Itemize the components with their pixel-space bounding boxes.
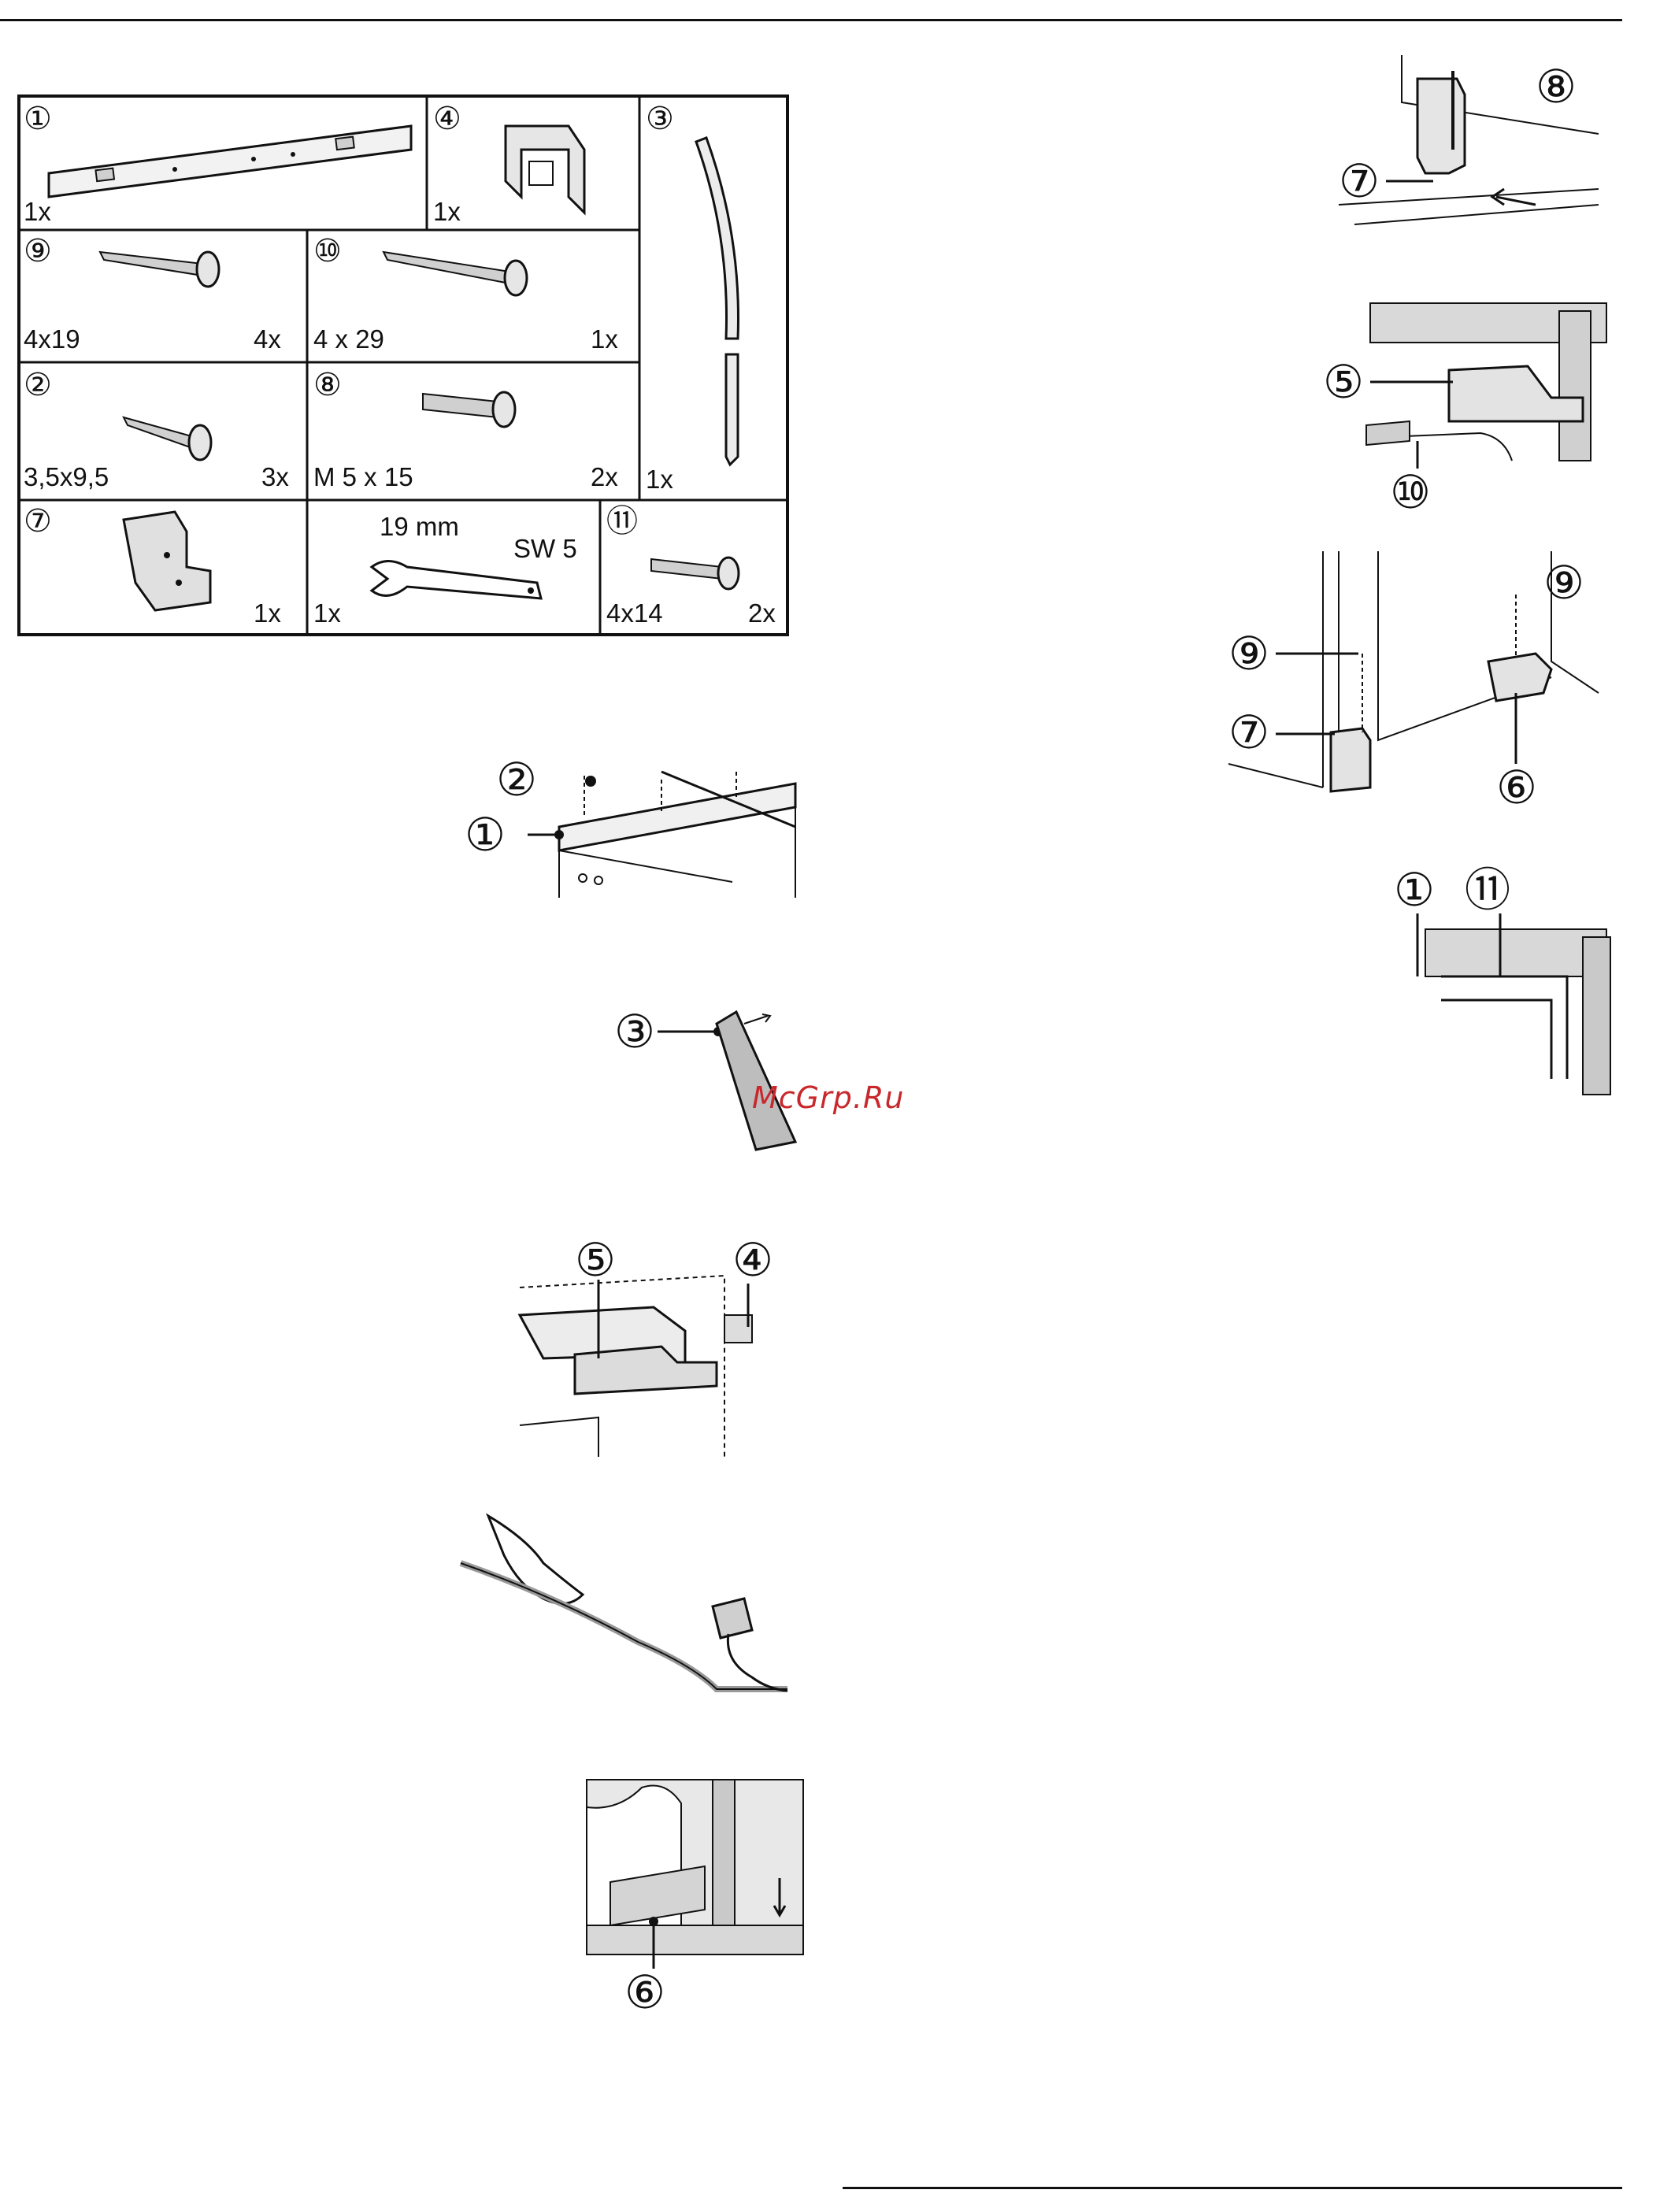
strip-label-3: ③ bbox=[614, 1006, 655, 1058]
wrench-qty: 1x bbox=[313, 598, 341, 628]
figure-bracket-fixing: ⑧ ⑦ bbox=[1339, 55, 1606, 236]
figure-clip-insertion: ⑤ ④ bbox=[512, 1228, 803, 1457]
hinge-label-7: ⑦ bbox=[1228, 707, 1269, 758]
part-9-size: 4x19 bbox=[24, 324, 80, 354]
part-2-cell: ② 3,5x9,5 3x bbox=[24, 368, 289, 491]
part-1-number: ① bbox=[24, 102, 52, 136]
part-3-cell: ③ 1x bbox=[646, 102, 739, 494]
hinge-label-6: ⑥ bbox=[1496, 762, 1537, 813]
part-1-cell: ① 1x bbox=[24, 102, 411, 226]
part-2-size: 3,5x9,5 bbox=[24, 462, 109, 491]
part-8-cell: ⑧ M 5 x 15 2x bbox=[313, 368, 618, 491]
clip-label-4: ④ bbox=[732, 1235, 773, 1286]
part-7-qty: 1x bbox=[254, 598, 281, 628]
figure-top-fixing: ⑤ ⑩ bbox=[1323, 303, 1606, 516]
top-label-5: ⑤ bbox=[1323, 357, 1364, 408]
part-3-qty: 1x bbox=[646, 465, 673, 494]
part-10-number: ⑩ bbox=[313, 234, 342, 269]
top-rule bbox=[0, 19, 1622, 21]
clip-label-5: ⑤ bbox=[575, 1235, 616, 1286]
corner-label-11: ⑪ bbox=[1465, 865, 1510, 916]
figure-bottom-plinth: ⑥ bbox=[587, 1780, 803, 2024]
rail-label-2: ② bbox=[496, 754, 537, 806]
part-2-qty: 3x bbox=[261, 462, 289, 491]
part-3-number: ③ bbox=[646, 102, 674, 136]
part-7-cell: ⑦ 1x bbox=[24, 504, 281, 628]
figure-plug-cable bbox=[457, 1508, 795, 1697]
parts-table: ① 1x ④ 1x ③ 1x ⑨ 4x19 4x bbox=[17, 94, 789, 636]
hinge-label-9-right: ⑨ bbox=[1543, 558, 1584, 609]
figure-rail-mounting: ② ① bbox=[465, 748, 803, 898]
part-11-number: ⑪ bbox=[606, 504, 638, 539]
top-label-10: ⑩ bbox=[1390, 467, 1431, 518]
part-11-cell: ⑪ 4x14 2x bbox=[606, 504, 776, 628]
bracket-label-7: ⑦ bbox=[1339, 156, 1380, 207]
part-11-size: 4x14 bbox=[606, 598, 663, 628]
part-10-cell: ⑩ 4 x 29 1x bbox=[313, 234, 618, 354]
part-9-qty: 4x bbox=[254, 324, 281, 354]
part-8-size: M 5 x 15 bbox=[313, 462, 413, 491]
hinge-label-9-left: ⑨ bbox=[1228, 628, 1269, 680]
figure-strip-removal: ③ bbox=[614, 992, 803, 1150]
figure-corner-fixing: ① ⑪ bbox=[1394, 858, 1614, 1095]
part-9-cell: ⑨ 4x19 4x bbox=[24, 234, 281, 354]
part-8-qty: 2x bbox=[591, 462, 618, 491]
watermark: McGrp.Ru bbox=[752, 1080, 904, 1115]
part-1-qty: 1x bbox=[24, 197, 51, 226]
part-11-qty: 2x bbox=[748, 598, 776, 628]
wrench-size-b: SW 5 bbox=[513, 534, 577, 563]
bottom-label-6: ⑥ bbox=[624, 1967, 665, 2018]
part-10-size: 4 x 29 bbox=[313, 324, 384, 354]
part-4-number: ④ bbox=[433, 102, 461, 136]
bracket-label-8: ⑧ bbox=[1536, 61, 1577, 113]
rail-label-1: ① bbox=[465, 810, 506, 861]
corner-label-1: ① bbox=[1394, 865, 1435, 916]
part-10-qty: 1x bbox=[591, 324, 618, 354]
figure-hinge-assembly: ⑨ ⑨ ⑦ ⑥ bbox=[1228, 551, 1606, 819]
wrench-size-a: 19 mm bbox=[380, 512, 459, 541]
part-9-number: ⑨ bbox=[24, 234, 52, 269]
part-4-qty: 1x bbox=[433, 197, 461, 226]
part-7-number: ⑦ bbox=[24, 504, 52, 539]
part-4-cell: ④ 1x bbox=[433, 102, 584, 226]
part-8-number: ⑧ bbox=[313, 368, 342, 402]
part-2-number: ② bbox=[24, 368, 52, 402]
wrench-cell: 19 mm SW 5 1x bbox=[313, 512, 577, 628]
bottom-rule bbox=[843, 2187, 1622, 2189]
